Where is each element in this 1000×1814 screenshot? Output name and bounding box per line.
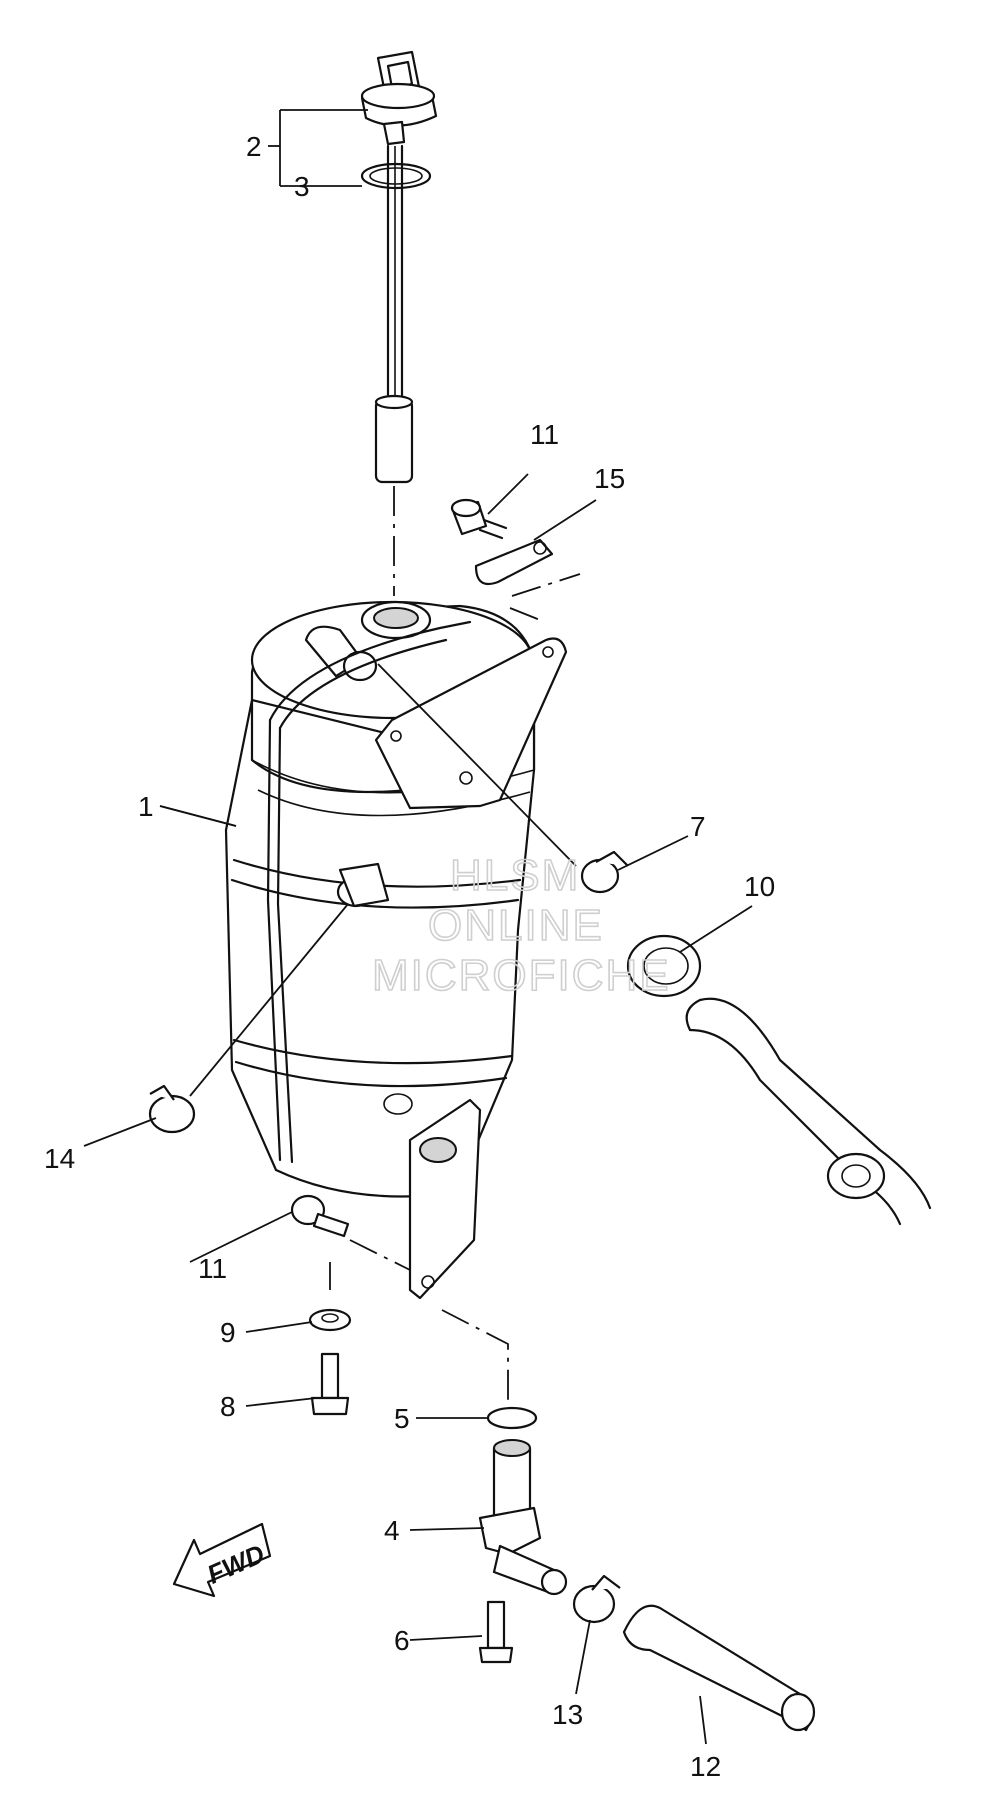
- callout-5: 5: [394, 1403, 410, 1434]
- callout-1: 1: [138, 791, 154, 822]
- callout-11-lower: 11: [198, 1253, 227, 1284]
- callout-11-upper: 11: [530, 419, 559, 450]
- callout-2: 2: [246, 131, 262, 162]
- watermark-line-3: MICROFICHE: [372, 951, 671, 1000]
- clip-14: [148, 1084, 196, 1134]
- bolt-8: [310, 1352, 350, 1416]
- callout-6: 6: [394, 1625, 410, 1656]
- bolt-11-lower: [290, 1194, 350, 1238]
- o-ring-3: [360, 162, 432, 190]
- clip-7: [580, 850, 629, 894]
- clamp-15: [474, 538, 554, 586]
- callout-14: 14: [44, 1143, 75, 1174]
- fitting-4: [478, 1439, 568, 1596]
- watermark-line-2: ONLINE: [428, 901, 604, 950]
- callout-3: 3: [294, 171, 310, 202]
- level-sensor: [360, 50, 438, 484]
- clip-13: [572, 1574, 621, 1624]
- callout-10: 10: [744, 871, 775, 902]
- callout-4: 4: [384, 1515, 400, 1546]
- return-hose: [685, 997, 932, 1226]
- callout-12: 12: [690, 1751, 721, 1782]
- bolt-11-upper: [450, 498, 508, 540]
- bolt-6: [478, 1600, 514, 1664]
- callout-7: 7: [690, 811, 706, 842]
- oil-tank: [224, 600, 568, 1300]
- hose-12: [622, 1604, 816, 1732]
- callout-13: 13: [552, 1699, 583, 1730]
- o-ring-5: [486, 1406, 538, 1430]
- washer-9: [308, 1308, 352, 1332]
- watermark-line-1: HLSM: [450, 851, 580, 900]
- callout-9: 9: [220, 1317, 236, 1348]
- fwd-arrow: FWD: [172, 1522, 272, 1598]
- callout-15: 15: [594, 463, 625, 494]
- callout-8: 8: [220, 1391, 236, 1422]
